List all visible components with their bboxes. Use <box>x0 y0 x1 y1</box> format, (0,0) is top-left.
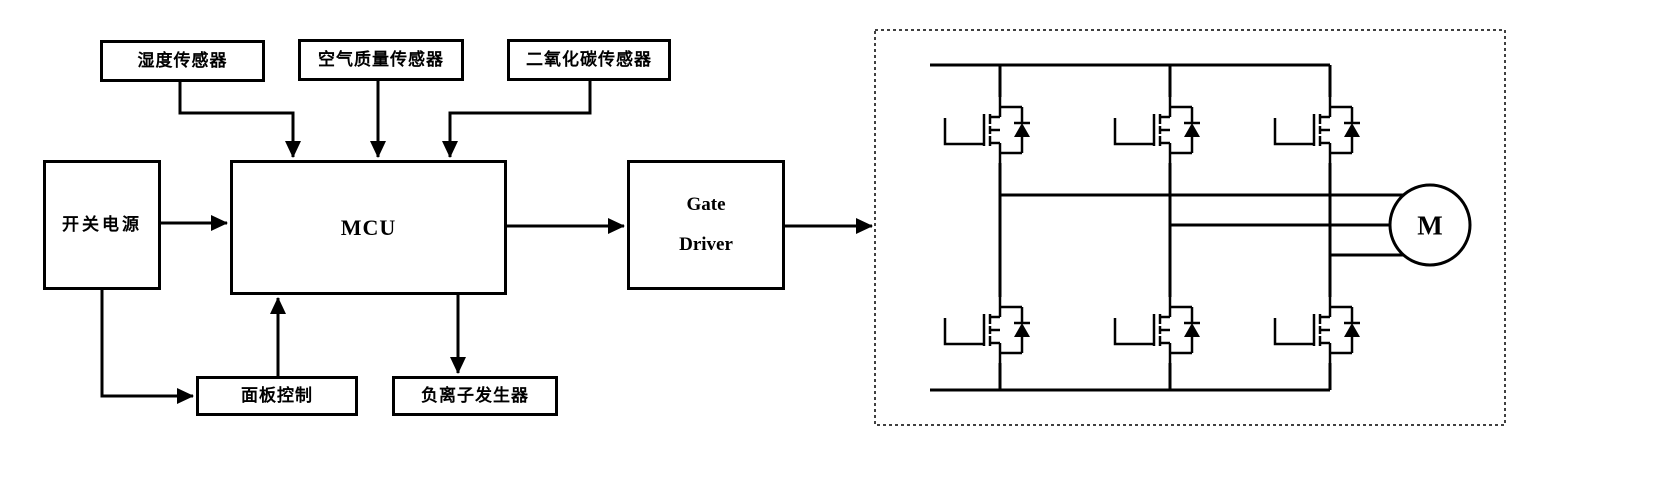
co2-sensor-box: 二氧化碳传感器 <box>507 39 671 81</box>
inverter-dashed-border <box>874 29 1506 426</box>
arrow-humidity-to-mcu <box>178 82 301 158</box>
motor: M <box>1388 183 1472 267</box>
mosfet-high-b-icon <box>1113 95 1202 165</box>
mosfet-low-b-icon <box>1113 295 1202 365</box>
air-quality-sensor-box: 空气质量传感器 <box>298 39 464 81</box>
power-supply-box: 开关电源 <box>43 160 161 290</box>
gate-driver-box: Gate Driver <box>627 160 785 290</box>
inverter-bridge: M <box>874 29 1506 426</box>
gate-driver-label-line2: Driver <box>679 234 733 255</box>
ion-generator-box: 负离子发生器 <box>392 376 558 416</box>
motor-circle <box>1388 183 1472 267</box>
ion-generator-label: 负离子发生器 <box>421 386 529 406</box>
humidity-sensor-label: 湿度传感器 <box>137 51 228 71</box>
arrow-power-to-panel <box>100 290 194 404</box>
humidity-sensor-box: 湿度传感器 <box>100 40 265 82</box>
mcu-box: MCU <box>230 160 507 295</box>
power-supply-label: 开关电源 <box>62 215 142 235</box>
mosfet-high-c-icon <box>1273 95 1362 165</box>
motor-label: M <box>1417 210 1442 240</box>
gate-driver-label-line1: Gate <box>686 194 726 216</box>
panel-control-box: 面板控制 <box>196 376 358 416</box>
air-quality-sensor-label: 空气质量传感器 <box>318 50 444 70</box>
flow-arrows <box>100 81 873 404</box>
mosfet-low-a-icon <box>943 295 1032 365</box>
panel-control-label: 面板控制 <box>241 386 313 406</box>
arrow-co2-to-mcu <box>442 81 592 158</box>
co2-sensor-label: 二氧化碳传感器 <box>526 50 652 70</box>
mosfet-low-c-icon <box>1273 295 1362 365</box>
mosfet-high-a-icon <box>943 95 1032 165</box>
mcu-label: MCU <box>340 214 397 240</box>
